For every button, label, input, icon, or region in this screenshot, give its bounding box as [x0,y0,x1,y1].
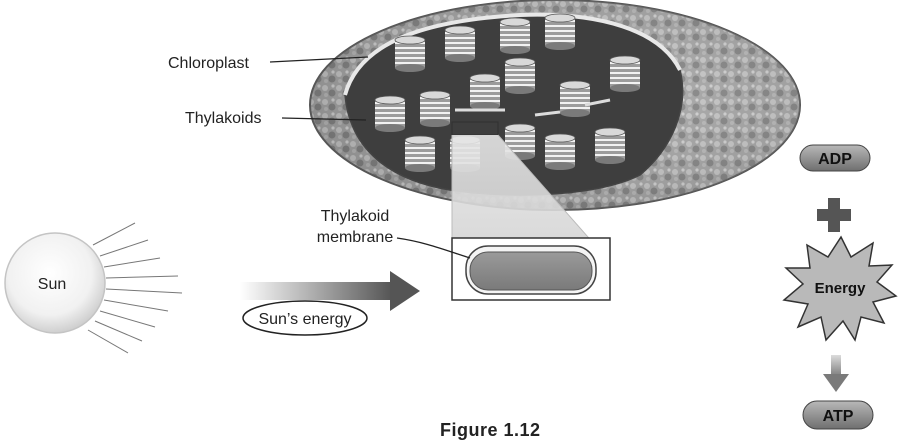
atp-label: ATP [823,408,854,425]
adp-label: ADP [818,151,852,168]
thylakoid-stack [470,74,500,110]
plus-icon [817,198,851,232]
sun: Sun [5,223,182,353]
thylakoids-label: Thylakoids [185,110,261,127]
sun-label: Sun [38,276,66,293]
thylakoid-stack [395,36,425,72]
thylakoid-membrane-label-1: Thylakoid [321,208,389,225]
thylakoid-stack [560,81,590,117]
thylakoid-stack [405,136,435,172]
down-arrow-icon [823,355,849,392]
energy-label: Energy [815,280,867,297]
chloroplast [310,0,800,210]
thylakoid-stack [375,96,405,132]
thylakoid-stack [505,58,535,94]
suns-energy-label: Sun’s energy [258,311,351,328]
thylakoid-membrane-label-2: membrane [317,229,394,246]
thylakoid-stack [610,56,640,92]
thylakoid-stack [595,128,625,164]
thylakoid-stack [545,14,575,50]
thylakoid-membrane-inset [452,238,610,300]
thylakoid-stack [545,134,575,170]
thylakoid-stack [500,18,530,54]
thylakoid-stack [445,26,475,62]
atp-cycle: ADP Energy ATP [784,145,896,429]
chloroplast-label: Chloroplast [168,55,249,72]
figure-caption: Figure 1.12 [440,420,541,441]
suns-energy-arrow: Sun’s energy [240,271,420,335]
thylakoid-stack [420,91,450,127]
